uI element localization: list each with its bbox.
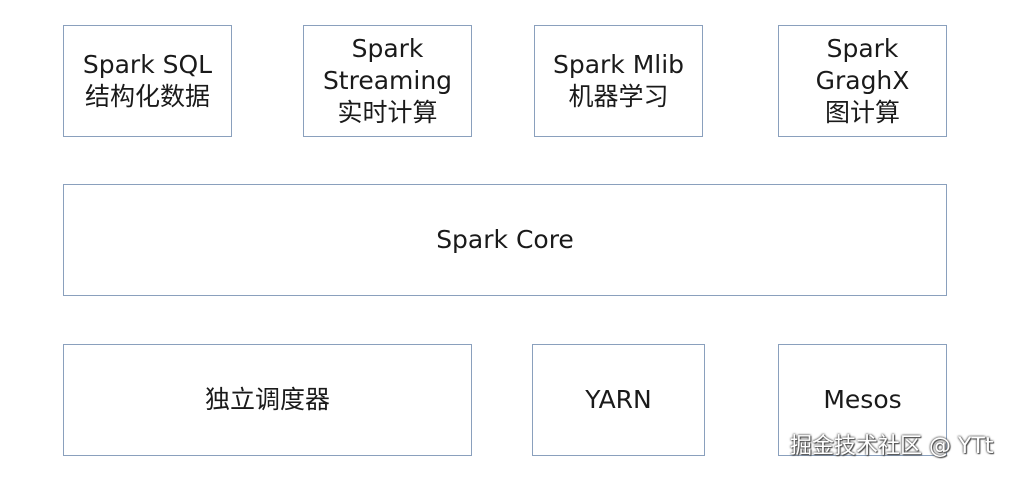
spark-graphx-title-line1: Spark <box>826 34 899 63</box>
yarn-box: YARN <box>532 344 705 456</box>
spark-graphx-title-line2: GraghX <box>815 66 910 95</box>
spark-mlib-title: Spark Mlib <box>552 50 685 79</box>
spark-sql-subtitle: 结构化数据 <box>84 82 210 111</box>
spark-core-box: Spark Core <box>63 184 947 296</box>
standalone-scheduler-box: 独立调度器 <box>63 344 472 456</box>
spark-streaming-title-line2: Streaming <box>322 66 453 95</box>
watermark: 掘金技术社区 @ YTt <box>790 434 994 459</box>
mesos-label: Mesos <box>823 385 902 414</box>
spark-streaming-box: Spark Streaming 实时计算 <box>303 25 472 137</box>
spark-streaming-subtitle: 实时计算 <box>337 98 438 127</box>
spark-streaming-title-line1: Spark <box>351 34 424 63</box>
spark-graphx-subtitle: 图计算 <box>824 98 900 127</box>
spark-core-label: Spark Core <box>436 225 574 254</box>
spark-mlib-box: Spark Mlib 机器学习 <box>534 25 703 137</box>
spark-mlib-subtitle: 机器学习 <box>568 82 669 111</box>
yarn-label: YARN <box>585 385 652 414</box>
spark-graphx-box: Spark GraghX 图计算 <box>778 25 947 137</box>
spark-sql-box: Spark SQL 结构化数据 <box>63 25 232 137</box>
spark-sql-title: Spark SQL <box>82 50 213 79</box>
mesos-box: Mesos <box>778 344 947 456</box>
standalone-scheduler-label: 独立调度器 <box>204 385 330 414</box>
